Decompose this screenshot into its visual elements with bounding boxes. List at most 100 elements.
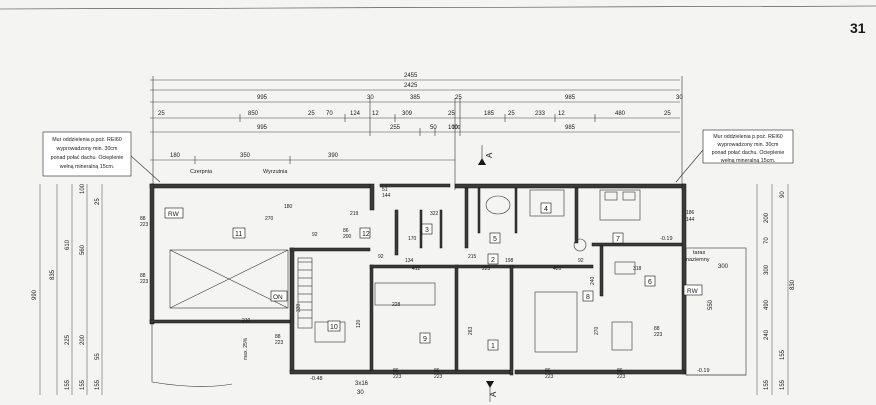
- room-number-4: 4: [544, 206, 548, 213]
- dim-r5-2: 50: [430, 125, 437, 131]
- bottom-dim-6: 86: [617, 368, 623, 374]
- ramp-slope-label: max. 25%: [243, 337, 249, 360]
- inner-dimensions: 180 186 144 270 92 86 200 51 144 322 219…: [242, 125, 695, 338]
- left-dim-c2-2: 225: [65, 334, 71, 345]
- left-dim-c3-2: 560: [80, 244, 86, 255]
- right-dimension-chains: 830 200 70 300 490 240 155 90 155 155 30…: [708, 184, 796, 395]
- right-dim-c1-1: 70: [764, 237, 770, 244]
- inner-dim-22: 228: [392, 302, 401, 308]
- inner-dim-5: 86: [343, 228, 349, 234]
- inner-dim-12: 92: [378, 254, 384, 260]
- note-right-line-1: wyprowadzony min. 30cm: [718, 142, 780, 148]
- window-label-wyrzutnia: Wyrzutnia: [263, 169, 288, 175]
- dim-r6-0: 180: [170, 153, 181, 159]
- inner-dim-25: 330: [296, 303, 302, 312]
- level-label-1: -0.48: [310, 376, 323, 382]
- dim-r3-1: 30: [367, 95, 374, 101]
- dim-r4-7: 25: [448, 111, 455, 117]
- inner-dim-9: 322: [430, 211, 439, 217]
- inner-dim-23: 120: [356, 319, 362, 328]
- inner-dim-8: 144: [382, 193, 391, 199]
- inner-dim-3: 270: [265, 216, 274, 222]
- level-label-2: -0.19: [660, 236, 673, 242]
- note-right-line-3: wełną mineralną 15cm.: [721, 158, 775, 164]
- fire-wall-note-left: Mur oddzielenia p.poż. REI60 wyprowadzon…: [42, 131, 161, 183]
- inner-dim-1: 186: [686, 210, 695, 216]
- inner-dim-28: 88: [654, 326, 660, 332]
- bottom-dim-2: 86: [434, 368, 440, 374]
- room-numbers: 11 12 3 5 4 7 6 2 10 9 8 1: [232, 202, 656, 351]
- note-left-line-2: ponad połać dachu. Ocieplenie: [51, 155, 124, 161]
- note-right-line-0: Mur oddzielenia p.poż. REI60: [713, 134, 783, 140]
- garage-ramp: [151, 249, 289, 387]
- rw-label-2: RW: [687, 288, 699, 295]
- left-dim-c2-1: 610: [65, 239, 71, 250]
- bottom-dim-7: 223: [617, 374, 626, 380]
- section-marker-top: A: [485, 152, 494, 158]
- page-number: 31: [850, 20, 866, 36]
- building-walls: [149, 183, 687, 376]
- inner-dim-7: 51: [382, 187, 388, 193]
- left-dim-c5-2: 88: [140, 273, 146, 279]
- section-arrows: [478, 145, 494, 402]
- window-label-czerpnia: Czerpnia: [190, 169, 213, 175]
- inner-dim-14: 412: [412, 266, 421, 272]
- dim-r5-3: 100: [448, 125, 459, 131]
- dim-overall-2: 2425: [404, 83, 418, 89]
- stair-treads: [297, 257, 313, 329]
- note-left-line-0: Mur oddzielenia p.poż. REI60: [52, 137, 122, 143]
- left-dimension-chains: 990 835 610 225 155 100 560 200 155 25 5…: [32, 183, 284, 395]
- room-number-2: 2: [491, 257, 495, 264]
- right-dim-c1-3: 490: [764, 299, 770, 310]
- left-dim-c5-0: 88: [140, 216, 146, 222]
- right-dim-c1-4: 240: [764, 329, 770, 340]
- dim-r4-6: 309: [402, 111, 413, 117]
- stairs-sub-label: 30: [357, 390, 364, 396]
- right-dim-c2-6: 155: [780, 379, 786, 390]
- stairs-label: 3x16: [355, 381, 369, 387]
- dim-r3-4: 985: [565, 95, 576, 101]
- dim-r4-13: 25: [664, 111, 671, 117]
- rw-label-1: RW: [168, 211, 180, 218]
- inner-dim-13: 134: [405, 258, 414, 264]
- dim-r5-0: 995: [257, 125, 268, 131]
- dim-r4-3: 70: [326, 111, 333, 117]
- room-number-1: 1: [491, 343, 495, 350]
- dim-r4-11: 12: [558, 111, 565, 117]
- level-label-3: -0.19: [697, 368, 710, 374]
- inner-dim-4: 92: [312, 232, 318, 238]
- dim-r4-9: 25: [508, 111, 515, 117]
- inner-dim-20: 318: [633, 266, 642, 272]
- right-dim-outer: 830: [790, 279, 796, 290]
- dim-r4-0: 25: [158, 111, 165, 117]
- dim-r6-1: 350: [240, 153, 251, 159]
- inner-dim-15: 223: [482, 266, 491, 272]
- furniture: [314, 189, 641, 353]
- dim-r4-1: 850: [248, 111, 259, 117]
- terrace-outline: [685, 247, 747, 376]
- left-dim-c2-0: 835: [50, 269, 56, 280]
- dim-r5-1: 255: [390, 125, 401, 131]
- inner-dim-24: 263: [468, 326, 474, 335]
- inner-dim-27: 210: [242, 318, 251, 324]
- left-dim-c4-5: 155: [95, 379, 101, 390]
- left-dim-c3-7: 155: [80, 379, 86, 390]
- inner-dim-10: 219: [350, 211, 359, 217]
- left-dim-c5-3: 223: [140, 279, 149, 285]
- right-dim-c1-5: 155: [764, 379, 770, 390]
- inner-dim-19: 92: [578, 258, 584, 264]
- note-left-line-3: wełną mineralną 15cm.: [60, 164, 114, 170]
- left-dim-c4-3: 55: [95, 353, 101, 360]
- bottom-dim-3: 223: [434, 374, 443, 380]
- dim-r3-3: 25: [455, 95, 462, 101]
- inner-dim-6: 200: [343, 234, 352, 240]
- room-number-10: 10: [330, 324, 338, 331]
- inner-dim-21: 240: [590, 276, 596, 285]
- terrace-dim-width: 300: [718, 264, 729, 270]
- left-dim-c2-3: 155: [65, 379, 71, 390]
- right-dim-c2-0: 90: [780, 191, 786, 198]
- left-dim-c4-0: 25: [95, 198, 101, 205]
- right-dim-c1-2: 300: [764, 264, 770, 275]
- dim-r4-8: 185: [484, 111, 495, 117]
- room-number-8: 8: [586, 294, 590, 301]
